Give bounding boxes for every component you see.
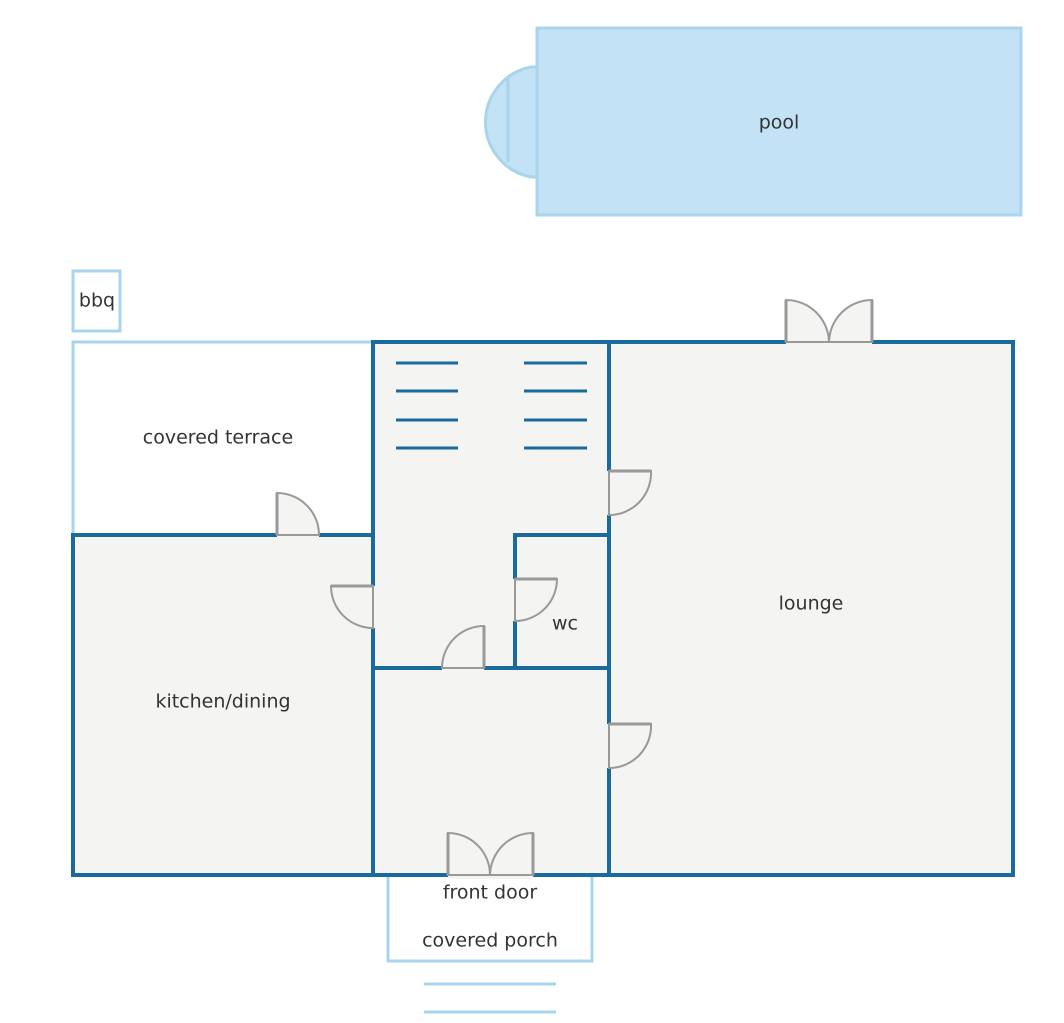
floor-fills	[73, 342, 1013, 875]
lounge-floor	[609, 342, 1013, 875]
covered-terrace-label: covered terrace	[143, 427, 293, 449]
pool: pool	[484, 26, 1023, 217]
lounge-lower-door	[605, 722, 653, 770]
pool-basin	[535, 26, 1023, 217]
pool-steps-semicircle	[484, 65, 539, 179]
lounge-upper-door	[605, 469, 653, 517]
wc-label: wc	[552, 613, 578, 635]
wc-door	[511, 577, 559, 623]
front-double-door	[446, 831, 535, 879]
front-door-label: front door	[443, 882, 538, 904]
terrace-outline	[71, 340, 373, 535]
bbq: bbq	[71, 269, 122, 333]
hall-cross-door	[440, 624, 486, 672]
covered-terrace: covered terrace	[71, 340, 373, 535]
lounge-label: lounge	[779, 593, 844, 615]
covered-porch: front door covered porch	[386, 875, 594, 1014]
lounge-double-door	[784, 298, 874, 346]
kitchen-dining-label: kitchen/dining	[155, 691, 290, 713]
stairs	[396, 361, 587, 450]
hallway-floor	[373, 342, 609, 875]
doors	[275, 298, 874, 879]
pool-label: pool	[759, 112, 800, 134]
covered-porch-label: covered porch	[422, 930, 558, 952]
bbq-label: bbq	[79, 290, 115, 312]
porch-outline	[386, 875, 594, 963]
wc-walls	[513, 533, 609, 668]
kitchen-floor	[73, 535, 373, 875]
kitchen-door	[329, 584, 377, 630]
bbq-box	[71, 269, 122, 333]
terrace-door	[275, 491, 321, 539]
